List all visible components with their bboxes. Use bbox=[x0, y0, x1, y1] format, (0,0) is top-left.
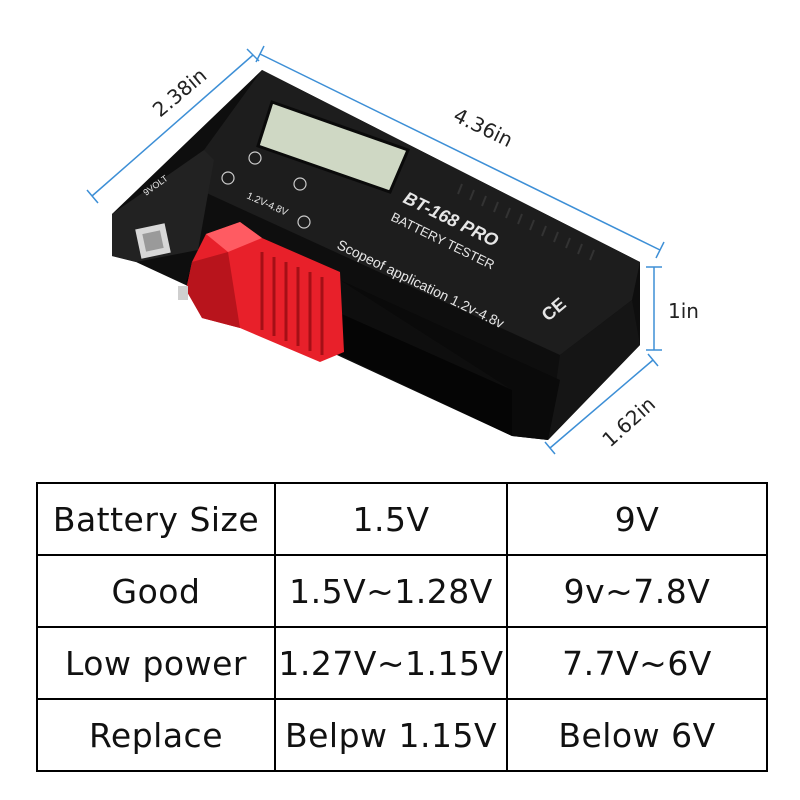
height-dimension-label: 1in bbox=[668, 299, 699, 323]
slot-dimension-label: 1.62in bbox=[597, 392, 660, 452]
row-label: Good bbox=[36, 554, 276, 628]
lcd-screen bbox=[256, 100, 411, 194]
table-row: Good 1.5V~1.28V 9v~7.8V bbox=[36, 554, 768, 628]
width-dimension-label: 2.38in bbox=[148, 63, 212, 122]
table-row: Replace Belpw 1.15V Below 6V bbox=[36, 698, 768, 772]
header-9v: 9V bbox=[506, 482, 768, 556]
table-cell: 1.27V~1.15V bbox=[274, 626, 508, 700]
red-slider bbox=[178, 222, 344, 362]
row-label: Replace bbox=[36, 698, 276, 772]
plus-icon bbox=[293, 177, 307, 191]
grip-ridges bbox=[457, 183, 595, 261]
table-header-row: Battery Size 1.5V 9V bbox=[36, 482, 768, 556]
dimension-lines bbox=[86, 45, 665, 455]
row-label: Low power bbox=[36, 626, 276, 700]
battery-status-table: Battery Size 1.5V 9V Good 1.5V~1.28V 9v~… bbox=[36, 482, 768, 772]
table-row: Low power 1.27V~1.15V 7.7V~6V bbox=[36, 626, 768, 700]
table-cell: 7.7V~6V bbox=[506, 626, 768, 700]
battery-tester-illustration: 2.38in 4.36in 1in 1.62in 9VOLT 1.2V-4.8V… bbox=[86, 45, 699, 455]
header-battery-size: Battery Size bbox=[36, 482, 276, 556]
minus-icon bbox=[248, 151, 262, 165]
plus-icon-2 bbox=[297, 215, 311, 229]
header-1-5v: 1.5V bbox=[274, 482, 508, 556]
table-cell: 1.5V~1.28V bbox=[274, 554, 508, 628]
minus-icon-2 bbox=[221, 171, 235, 185]
length-dimension-label: 4.36in bbox=[450, 103, 517, 152]
table-cell: Below 6V bbox=[506, 698, 768, 772]
table-cell: 9v~7.8V bbox=[506, 554, 768, 628]
table-cell: Belpw 1.15V bbox=[274, 698, 508, 772]
